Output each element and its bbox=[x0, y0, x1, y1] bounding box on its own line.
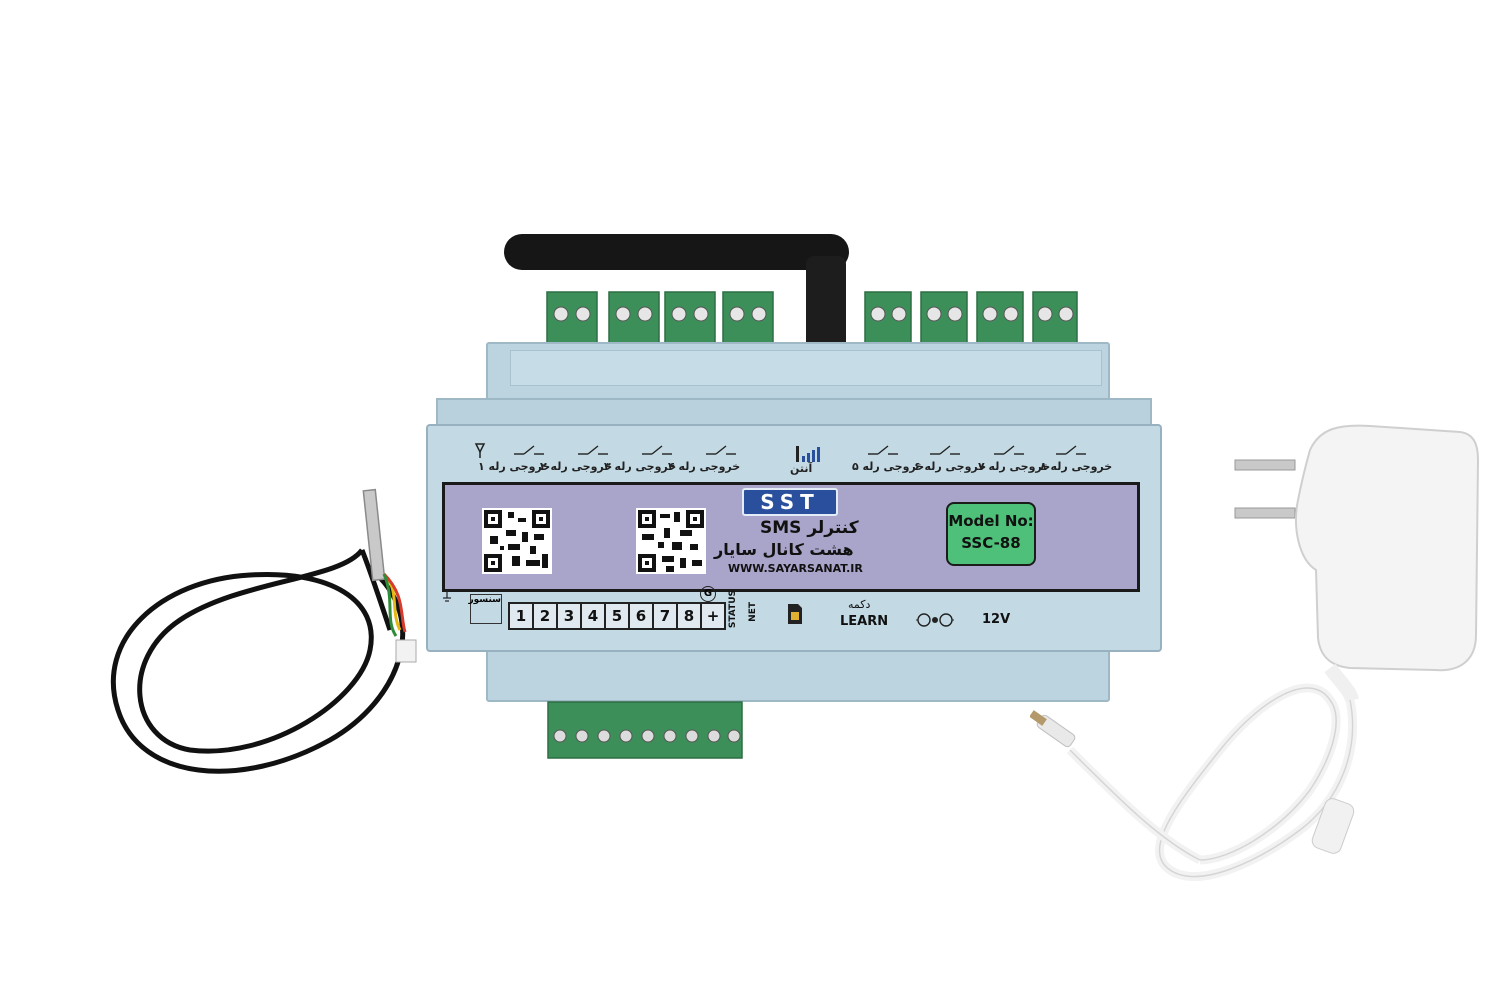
relay-6-label: خروجی رله ۶ bbox=[914, 460, 987, 473]
input-terminal-plus: + bbox=[706, 607, 720, 625]
relay-3-label: خروجی رله ۳ bbox=[604, 460, 677, 473]
website-url: WWW.SAYARSANAT.IR bbox=[728, 562, 863, 575]
input-terminal: 1 bbox=[510, 604, 534, 628]
sim-card-icon bbox=[788, 604, 802, 624]
net-led-label: NET bbox=[748, 602, 758, 622]
signal-icon bbox=[796, 446, 820, 462]
sensor-label: سنسور bbox=[468, 595, 501, 605]
relay-switch-symbols bbox=[474, 443, 1086, 462]
dc-jack-icon bbox=[916, 613, 954, 627]
temperature-sensor-probe bbox=[110, 488, 417, 774]
input-terminal: 2 bbox=[534, 604, 558, 628]
learn-button-label: LEARN bbox=[840, 614, 889, 629]
button-label: دکمه bbox=[848, 598, 871, 611]
sensor-port: سنسور bbox=[468, 594, 502, 624]
qr-code-left bbox=[482, 508, 552, 574]
antenna-icon bbox=[504, 234, 849, 352]
housing-bottom-rail bbox=[486, 646, 1110, 702]
power-adapter bbox=[1030, 424, 1480, 881]
brand-logo: SST bbox=[742, 488, 838, 516]
input-terminal: 8 bbox=[678, 604, 702, 628]
input-terminal: 7 bbox=[654, 604, 678, 628]
relay-1-label: خروجی رله ۱ bbox=[478, 460, 551, 473]
relay-4-label: خروجی رله ۴ bbox=[668, 460, 741, 473]
model-value: SSC-88 bbox=[961, 534, 1021, 552]
voltage-label: 12V bbox=[982, 612, 1011, 627]
relay-2-label: خروجی رله ۲ bbox=[540, 460, 613, 473]
ground-icon bbox=[443, 590, 451, 602]
antenna-small-icon bbox=[474, 443, 486, 458]
input-terminal: 6 bbox=[630, 604, 654, 628]
relay-7-label: خروجی رله ۷ bbox=[978, 460, 1051, 473]
input-terminal-row: 1 2 3 4 5 6 7 8 + bbox=[508, 602, 726, 630]
model-badge: Model No: SSC-88 bbox=[946, 502, 1036, 566]
input-terminal: 4 bbox=[582, 604, 606, 628]
product-name: هشت کانال سایار bbox=[714, 540, 854, 559]
model-label: Model No: bbox=[948, 512, 1034, 530]
ground-terminal-symbol: G bbox=[700, 586, 716, 602]
switch-icon bbox=[514, 445, 1086, 455]
antenna-label: آنتن bbox=[790, 462, 813, 475]
status-led-label: STATUS bbox=[728, 590, 738, 629]
bottom-terminal-block bbox=[547, 701, 743, 759]
input-terminal: 5 bbox=[606, 604, 630, 628]
relay-5-label: خروجی رله ۵ bbox=[852, 460, 925, 473]
sms-controller-label: SMS کنترلر bbox=[760, 518, 859, 538]
input-terminal: 3 bbox=[558, 604, 582, 628]
relay-8-label: خروجی رله ۸ bbox=[1040, 460, 1113, 473]
qr-code-right bbox=[636, 508, 706, 574]
housing-top-rail-inner bbox=[510, 350, 1102, 386]
